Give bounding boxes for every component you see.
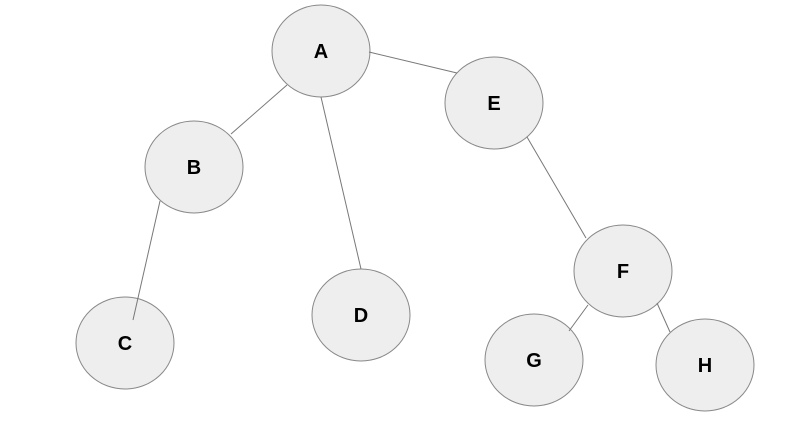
node-g-label: G	[526, 350, 542, 372]
node-a-label: A	[314, 41, 328, 63]
node-e[interactable]: E	[444, 56, 544, 150]
node-f-label: F	[617, 261, 629, 283]
edge-a-e	[368, 51, 458, 74]
node-f-circle	[573, 224, 673, 318]
node-g-circle	[484, 313, 584, 407]
node-b-circle	[144, 120, 244, 214]
node-d-label: D	[354, 305, 368, 327]
edge-e-f	[526, 136, 587, 239]
node-g[interactable]: G	[484, 313, 584, 407]
node-e-label: E	[487, 93, 500, 115]
node-c-label: C	[118, 333, 132, 355]
node-c[interactable]: C	[75, 296, 175, 390]
node-c-circle	[75, 296, 175, 390]
node-h-label: H	[698, 355, 712, 377]
edge-b-c	[132, 200, 161, 321]
node-h-circle	[655, 318, 755, 412]
edge-a-d	[320, 96, 362, 270]
node-f[interactable]: F	[573, 224, 673, 318]
node-e-circle	[444, 56, 544, 150]
edge-f-h	[656, 302, 671, 333]
edge-f-g	[568, 304, 589, 332]
node-a[interactable]: A	[271, 4, 371, 98]
edges-layer	[132, 51, 671, 333]
edge-a-b	[230, 84, 288, 135]
nodes-layer: A B C D E F G	[75, 4, 755, 412]
node-h[interactable]: H	[655, 318, 755, 412]
node-b-label: B	[187, 157, 201, 179]
node-b[interactable]: B	[144, 120, 244, 214]
node-d[interactable]: D	[311, 268, 411, 362]
